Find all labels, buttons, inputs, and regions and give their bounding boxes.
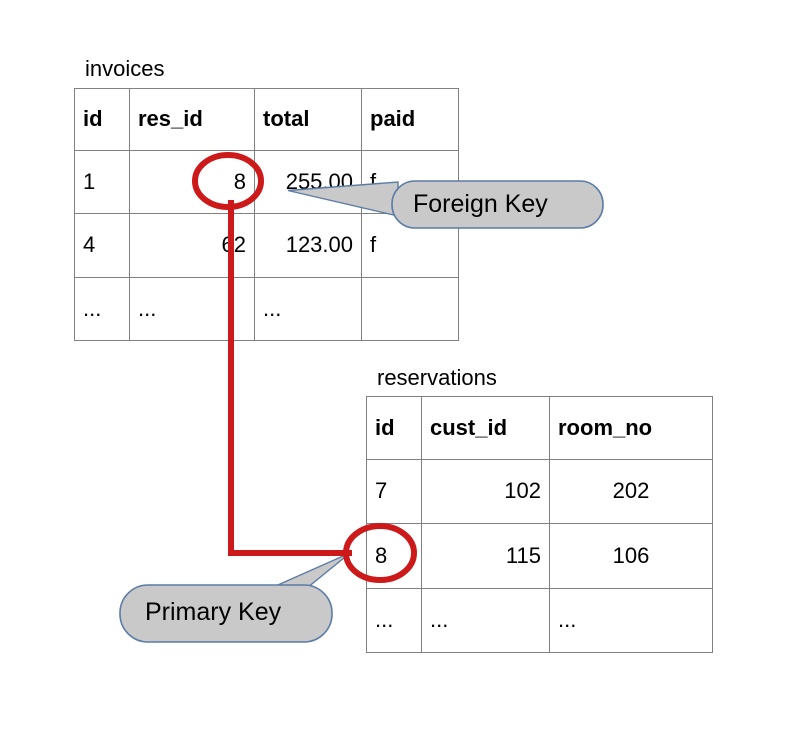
primary-key-callout-tail (261, 552, 351, 593)
cell-reservations-cust-id: 102 (421, 459, 550, 524)
table-row: 1 8 255.00 f (74, 150, 459, 214)
cell-invoices-total-ellipsis: ... (254, 277, 362, 341)
cell-reservations-id-ellipsis: ... (366, 588, 422, 653)
cell-invoices-res-id: 62 (129, 213, 255, 278)
table-row: 8 115 106 (366, 523, 713, 589)
table-row-ellipsis: ... ... ... (74, 277, 459, 341)
cell-invoices-paid: f (361, 213, 459, 278)
reservations-table: id cust_id room_no 7 102 202 8 115 106 .… (366, 396, 713, 653)
cell-invoices-id: 1 (74, 150, 130, 214)
table-row: 4 62 123.00 f (74, 213, 459, 278)
cell-reservations-id-primary-key: 8 (366, 523, 422, 589)
reservations-table-caption: reservations (377, 365, 497, 390)
column-header-cust-id: cust_id (421, 396, 550, 460)
cell-reservations-cust-id-ellipsis: ... (421, 588, 550, 653)
cell-reservations-cust-id: 115 (421, 523, 550, 589)
foreign-key-label: Foreign Key (413, 190, 548, 218)
cell-invoices-res-id-ellipsis: ... (129, 277, 255, 341)
cell-invoices-total: 255.00 (254, 150, 362, 214)
table-row-ellipsis: ... ... ... (366, 588, 713, 653)
column-header-res-id: res_id (129, 88, 255, 151)
primary-key-label: Primary Key (145, 598, 282, 626)
invoices-table: id res_id total paid 1 8 255.00 f 4 62 1… (74, 88, 459, 341)
cell-invoices-id-ellipsis: ... (74, 277, 130, 341)
cell-reservations-id: 7 (366, 459, 422, 524)
cell-invoices-res-id-foreign-key: 8 (129, 150, 255, 214)
cell-invoices-id: 4 (74, 213, 130, 278)
cell-invoices-total: 123.00 (254, 213, 362, 278)
invoices-table-caption: invoices (85, 56, 165, 81)
cell-reservations-room-no: 202 (549, 459, 713, 524)
table-header-row: id res_id total paid (74, 88, 459, 151)
column-header-room-no: room_no (549, 396, 713, 460)
cell-invoices-paid-ellipsis (361, 277, 459, 341)
cell-reservations-room-no: 106 (549, 523, 713, 589)
cell-reservations-room-no-ellipsis: ... (549, 588, 713, 653)
column-header-paid: paid (361, 88, 459, 151)
table-header-row: id cust_id room_no (366, 396, 713, 460)
column-header-total: total (254, 88, 362, 151)
column-header-id: id (366, 396, 422, 460)
column-header-id: id (74, 88, 130, 151)
table-row: 7 102 202 (366, 459, 713, 524)
